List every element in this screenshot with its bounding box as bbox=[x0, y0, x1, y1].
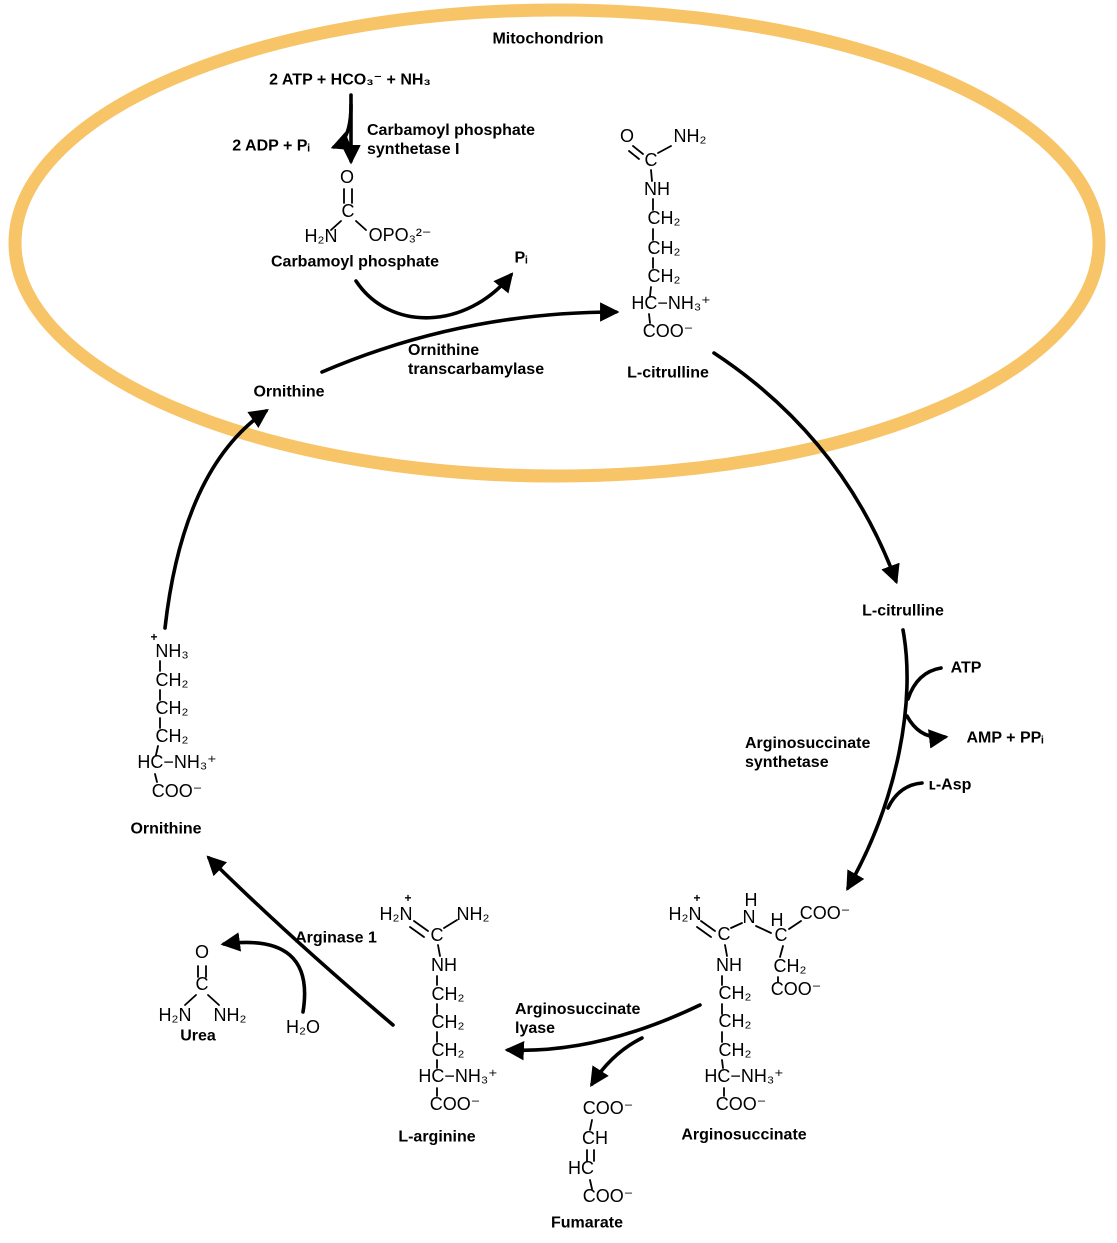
argsucc-hc-nh3: HC−NH₃⁺ bbox=[704, 1066, 784, 1087]
argsucc-ch2-3: CH₂ bbox=[718, 1040, 752, 1061]
urea-atom-nh2: NH₂ bbox=[213, 1005, 247, 1026]
argsucc-charge-plus: + bbox=[693, 890, 701, 905]
arginine-ch2-2: CH₂ bbox=[431, 1012, 465, 1033]
ornithine-name-bottom: Ornithine bbox=[130, 820, 202, 838]
fumarate-hc: HC bbox=[568, 1158, 594, 1179]
bond-lines bbox=[154, 145, 802, 1190]
argsucc-atom-nh: NH bbox=[716, 955, 742, 976]
urea-name: Urea bbox=[180, 1027, 216, 1045]
arrow-amp-out bbox=[905, 714, 949, 749]
fumarate-coo-2: COO⁻ bbox=[582, 1186, 634, 1207]
fumarate-ch: CH bbox=[582, 1128, 608, 1149]
argsucc-name: Arginosuccinate bbox=[681, 1126, 807, 1144]
citrulline-atom-c: C bbox=[644, 150, 658, 171]
carbamoyl-phosphate-name: Carbamoyl phosphate bbox=[270, 253, 440, 271]
arrow-cps1-byproduct bbox=[330, 103, 353, 151]
urea-atom-h2n: H₂N bbox=[158, 1005, 192, 1026]
carbamoyl-atom-opo3: OPO₃²⁻ bbox=[368, 225, 432, 246]
arrow-ornithine-return bbox=[163, 409, 269, 630]
argsucc-ch2-2: CH₂ bbox=[718, 1011, 752, 1032]
urea-atom-c: C bbox=[195, 974, 209, 995]
fumarate-name: Fumarate bbox=[550, 1214, 624, 1232]
citrulline-atom-nh2: NH₂ bbox=[673, 126, 707, 147]
atp-cofactor: ATP bbox=[950, 659, 982, 677]
asl-enzyme: Arginosuccinate lyase bbox=[515, 1000, 641, 1037]
ornithine-hc-nh3: HC−NH₃⁺ bbox=[137, 752, 217, 773]
argsucc-atom-h-alpha: H bbox=[770, 910, 784, 931]
ornithine-ch2-3: CH₂ bbox=[155, 726, 189, 747]
arrow-h2o-to-urea bbox=[220, 932, 307, 1014]
arrow-arginase-main bbox=[206, 855, 395, 1027]
citrulline-name-outside: L-citrulline bbox=[862, 602, 944, 620]
ornithine-ch2-1: CH₂ bbox=[155, 670, 189, 691]
argsucc-atom-c1: C bbox=[717, 924, 731, 945]
citrulline-ch2-1: CH₂ bbox=[647, 208, 681, 229]
ass-enzyme: Arginosuccinate synthetase bbox=[745, 734, 871, 771]
ornithine-nh3: NH₃ bbox=[155, 641, 189, 662]
argsucc-coo-bottom: COO⁻ bbox=[715, 1094, 767, 1115]
argsucc-coo-top: COO⁻ bbox=[799, 903, 851, 924]
mitochondrion-membrane bbox=[8, 3, 1106, 483]
h2o-substrate: H₂O bbox=[286, 1017, 320, 1038]
arrow-citrulline-export bbox=[712, 351, 900, 585]
arrow-ass-main bbox=[846, 628, 909, 892]
arginine-hc-nh3: HC−NH₃⁺ bbox=[418, 1066, 498, 1087]
carbamoyl-atom-c: C bbox=[341, 201, 355, 222]
arginine-ch2-1: CH₂ bbox=[431, 984, 465, 1005]
arrow-otc-main bbox=[320, 302, 620, 374]
arginine-name: L-arginine bbox=[398, 1128, 476, 1146]
arginine-charge-plus: + bbox=[404, 890, 412, 905]
argsucc-atom-h2n: H₂N bbox=[668, 904, 702, 925]
arrow-asl-main bbox=[504, 1003, 702, 1061]
arginase-enzyme: Arginase 1 bbox=[295, 929, 377, 947]
argsucc-coo-right: COO⁻ bbox=[770, 979, 822, 1000]
l-asp-substrate: ʟ-Asp bbox=[928, 776, 972, 794]
argsucc-atom-c2: C bbox=[774, 925, 788, 946]
arrow-lasp-in bbox=[886, 781, 924, 810]
arginine-coo: COO⁻ bbox=[429, 1094, 481, 1115]
arrow-atp-in bbox=[906, 666, 943, 701]
arrow-carbamoyl-to-pi bbox=[354, 272, 514, 320]
arginine-atom-nh2: NH₂ bbox=[456, 904, 490, 925]
citrulline-hc-nh3: HC−NH₃⁺ bbox=[631, 293, 711, 314]
citrulline-name-inside: L-citrulline bbox=[627, 364, 709, 382]
citrulline-coo: COO⁻ bbox=[642, 321, 694, 342]
argsucc-atom-n: N bbox=[742, 907, 756, 928]
carbamoyl-atom-h2n: H₂N bbox=[304, 226, 338, 247]
mitochondrion-label: Mitochondrion bbox=[492, 30, 604, 48]
arginine-atom-c: C bbox=[430, 925, 444, 946]
argsucc-atom-h-top: H bbox=[744, 890, 758, 911]
ornithine-charge-plus: + bbox=[150, 629, 158, 644]
cps1-substrates: 2 ATP + HCO₃⁻ + NH₃ bbox=[269, 71, 431, 89]
argsucc-ch2-1: CH₂ bbox=[718, 983, 752, 1004]
urea-atom-o: O bbox=[194, 942, 210, 963]
ornithine-inside-name: Ornithine bbox=[253, 383, 325, 401]
citrulline-atom-nh: NH bbox=[644, 179, 670, 200]
arginine-atom-nh: NH bbox=[431, 955, 457, 976]
citrulline-ch2-3: CH₂ bbox=[647, 266, 681, 287]
otc-enzyme: Ornithine transcarbamylase bbox=[408, 341, 545, 378]
arginine-ch2-3: CH₂ bbox=[431, 1040, 465, 1061]
cps1-byproducts: 2 ADP + Pᵢ bbox=[232, 137, 310, 155]
fumarate-coo-1: COO⁻ bbox=[582, 1098, 634, 1119]
ornithine-ch2-2: CH₂ bbox=[155, 698, 189, 719]
carbamoyl-atom-o: O bbox=[339, 167, 355, 188]
ornithine-coo: COO⁻ bbox=[151, 781, 203, 802]
cps1-enzyme: Carbamoyl phosphate synthetase I bbox=[367, 121, 536, 158]
citrulline-ch2-2: CH₂ bbox=[647, 238, 681, 259]
amp-ppi-products: AMP + PPᵢ bbox=[966, 729, 1044, 747]
argsucc-ch2-right: CH₂ bbox=[773, 956, 807, 977]
reaction-arrows bbox=[163, 93, 949, 1087]
arginine-atom-h2n: H₂N bbox=[379, 904, 413, 925]
citrulline-atom-o: O bbox=[619, 126, 635, 147]
arrow-fumarate-out bbox=[590, 1036, 644, 1087]
pi-product: Pᵢ bbox=[514, 249, 528, 267]
